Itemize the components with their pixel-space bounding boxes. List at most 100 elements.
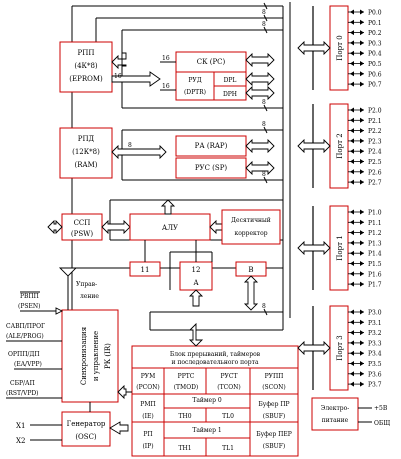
reg-a-arrow xyxy=(188,289,204,307)
port-pin-label: P0.6 xyxy=(368,71,382,78)
port-pin-label: P0.0 xyxy=(368,10,382,17)
psw-bus-arrow xyxy=(47,219,63,235)
port-pin-label: P3.6 xyxy=(368,371,382,378)
port-bus-arrow xyxy=(297,40,331,56)
sbuf-rx-label: Буфер ПР xyxy=(258,401,289,408)
port-pin-label: P2.6 xyxy=(368,169,382,176)
rap-label: РА (RAP) xyxy=(195,142,228,150)
pin-ea-label: ОРПП/ДП xyxy=(8,351,40,358)
peripheral-title-2: и последовательного порта xyxy=(171,359,258,366)
port-1: Порт 2P2.0P2.1P2.2P2.3P2.4P2.5P2.6P2.7 xyxy=(297,103,382,189)
port-0: Порт 0P0.0P0.1P0.2P0.3P0.4P0.5P0.6P0.7 xyxy=(297,5,382,91)
port-3: Порт 3P3.0P3.1P3.2P3.3P3.4P3.5P3.6P3.7 xyxy=(297,305,382,391)
reg-a-label: А xyxy=(193,279,199,287)
tmod-sub: (TMOD) xyxy=(174,384,199,391)
port-pin-label: P3.7 xyxy=(368,382,382,389)
pin-rst-sub: (RST/VPD) xyxy=(6,390,39,397)
psw-label: ССП xyxy=(74,219,91,227)
sbuf-tx-label: Буфер ПЕР xyxy=(256,431,292,438)
port-pin-label: P1.7 xyxy=(368,282,382,289)
oscillator-block: Генератор (OSC) X1 X2 xyxy=(16,402,129,447)
sp-label: РУС (SP) xyxy=(195,164,228,172)
bcd-label: Десятичный xyxy=(231,217,271,224)
port-pin-label: P1.5 xyxy=(368,261,382,268)
sp-bus-arrow xyxy=(245,160,275,176)
sync-control-block: Синхронизация и управление РК (IR) xyxy=(61,309,119,403)
rom-arrow xyxy=(111,52,127,70)
port-pin-label: P0.2 xyxy=(368,30,382,37)
power-label: Электро- xyxy=(321,405,350,412)
psw-block: ССП (PSW) xyxy=(61,213,103,241)
reg-b-arrow xyxy=(243,275,259,311)
bus-width-label: 8 xyxy=(262,99,266,106)
port-pin-label: P2.3 xyxy=(368,138,382,145)
port-pin-label: P3.3 xyxy=(368,340,382,347)
pin-psen-sub: (PSEN) xyxy=(18,303,40,310)
bcd-sub: корректор xyxy=(234,230,267,237)
control-up-arrow xyxy=(58,267,78,277)
internal-bus xyxy=(71,2,291,331)
port-pin-label: P1.1 xyxy=(368,220,382,227)
tcon-label: РУСТ xyxy=(221,373,238,380)
pc-dptr-block: СК (PC) РУД (DPTR) DPL DPH 16 16 xyxy=(160,51,247,101)
ram-ram: (RAM) xyxy=(75,161,98,169)
port-pin-label: P2.2 xyxy=(368,128,382,135)
bus-width-label: 8 xyxy=(262,21,266,28)
control-label-1: Управ- xyxy=(76,281,97,288)
bus-width-label: 8 xyxy=(262,171,266,178)
port-pin-label: P3.2 xyxy=(368,330,382,337)
pin-rst-label: СБР/АП xyxy=(10,380,35,387)
sbuf-tx-sub: (SBUF) xyxy=(263,443,285,450)
pcon-label: РУМ xyxy=(141,373,156,380)
rom-label: РПП xyxy=(78,49,95,57)
dph-bus-arrow xyxy=(245,85,275,101)
pin-psen-label: РВПП xyxy=(20,293,39,300)
ie-label: РМП xyxy=(140,401,155,408)
scon-sub: (SCON) xyxy=(262,384,286,391)
port-pin-label: P2.0 xyxy=(368,108,382,115)
port-pin-label: P3.5 xyxy=(368,361,382,368)
port-pin-label: P2.1 xyxy=(368,118,382,125)
port-label: Порт 1 xyxy=(336,235,344,260)
peripheral-block: Блок прерываний, таймеров и последовател… xyxy=(131,345,299,457)
port-pin-label: P0.7 xyxy=(368,82,382,89)
alu-label: АЛУ xyxy=(162,224,178,232)
bus-width-label: 8 xyxy=(262,303,266,310)
osc-sub: (OSC) xyxy=(75,433,97,441)
pin-ale-label: САВП/ПРОГ xyxy=(6,323,45,330)
port-pin-label: P3.0 xyxy=(368,310,382,317)
osc-label: Генератор xyxy=(67,420,106,428)
tl1-label: TL1 xyxy=(222,445,234,452)
tl0-label: TL0 xyxy=(222,413,234,420)
port-pin-label: P3.4 xyxy=(368,351,382,358)
pin-x1: X1 xyxy=(16,422,25,430)
psw-sub: (PSW) xyxy=(71,230,93,238)
tcon-sub: (TCON) xyxy=(217,384,240,391)
bus-width-label: 8 xyxy=(262,121,266,128)
peripheral-bus-arrow xyxy=(188,322,204,347)
port-label: Порт 0 xyxy=(336,35,344,60)
pcon-sub: (PCON) xyxy=(136,384,159,391)
bcd-block: Десятичный корректор xyxy=(221,209,281,245)
port-bus-arrow xyxy=(297,240,331,256)
reg-b-label: В xyxy=(248,266,253,274)
psw-alu-arrow xyxy=(101,219,131,235)
pc-label: СК (PC) xyxy=(197,58,226,66)
dph-label: DPH xyxy=(223,91,237,98)
rom-block: РПП (4К*8) (EPROM) xyxy=(59,41,113,93)
peripheral-title-1: Блок прерываний, таймеров xyxy=(170,351,261,358)
th1-label: TH1 xyxy=(178,445,191,452)
dptr-width: 16 xyxy=(162,83,170,90)
sync-label: Синхронизация xyxy=(80,326,88,385)
pin-ale-sub: (ALE/PROG) xyxy=(6,333,44,340)
pc-width: 16 xyxy=(162,55,170,62)
rom-size: (4К*8) xyxy=(74,62,98,70)
alu-top-arrow xyxy=(160,199,176,215)
reg-a xyxy=(179,261,213,291)
reg-11-label: 11 xyxy=(141,266,150,274)
dptr-sub: (DPTR) xyxy=(184,89,206,96)
ie-sub: (IE) xyxy=(142,413,153,420)
port-pin-label: P0.1 xyxy=(368,20,382,27)
ip-label: РП xyxy=(143,431,152,438)
